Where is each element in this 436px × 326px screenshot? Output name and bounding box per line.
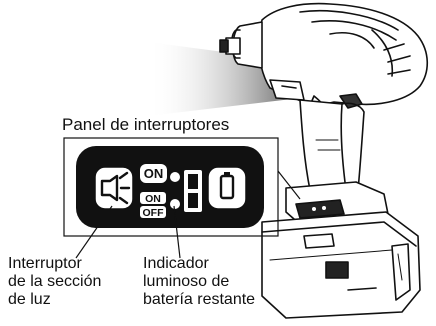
light-switch-button[interactable] xyxy=(94,166,134,210)
battery-indicator-label-line: luminoso de xyxy=(143,272,230,290)
flashlight-icon xyxy=(100,171,131,205)
battery-off-badge xyxy=(140,206,166,218)
impact-wrench-illustration xyxy=(219,2,429,319)
battery-indicator-label-line: batería restante xyxy=(143,290,256,308)
battery-indicator-lamp xyxy=(170,199,180,209)
battery-off-text: OFF xyxy=(143,207,165,219)
panel-leader-line xyxy=(277,170,301,200)
light-switch-label-line: Interruptor xyxy=(8,255,82,272)
light-indicator-lamp xyxy=(170,172,180,182)
light-switch-label-line: de la sección xyxy=(8,272,102,290)
light-switch-leader-line xyxy=(75,205,113,259)
light-on-badge xyxy=(140,164,167,183)
light-on-text: ON xyxy=(144,166,164,181)
battery-indicator-leader-line xyxy=(173,205,181,259)
light-switch-label-line: de luz xyxy=(8,290,51,308)
switch-panel-title: Panel de interruptores xyxy=(62,115,230,134)
battery-on-text: ON xyxy=(145,193,161,205)
battery-on-badge xyxy=(140,192,166,204)
battery-indicator-label-line: Indicador xyxy=(143,255,209,272)
light-switch-callout: Interruptor de la sección de luz xyxy=(8,255,101,309)
panel-frame xyxy=(63,137,279,237)
battery-check-button[interactable] xyxy=(207,166,247,210)
battery-icon xyxy=(219,172,235,200)
battery-indicator-callout: Indicador luminoso de batería restante xyxy=(143,255,255,309)
